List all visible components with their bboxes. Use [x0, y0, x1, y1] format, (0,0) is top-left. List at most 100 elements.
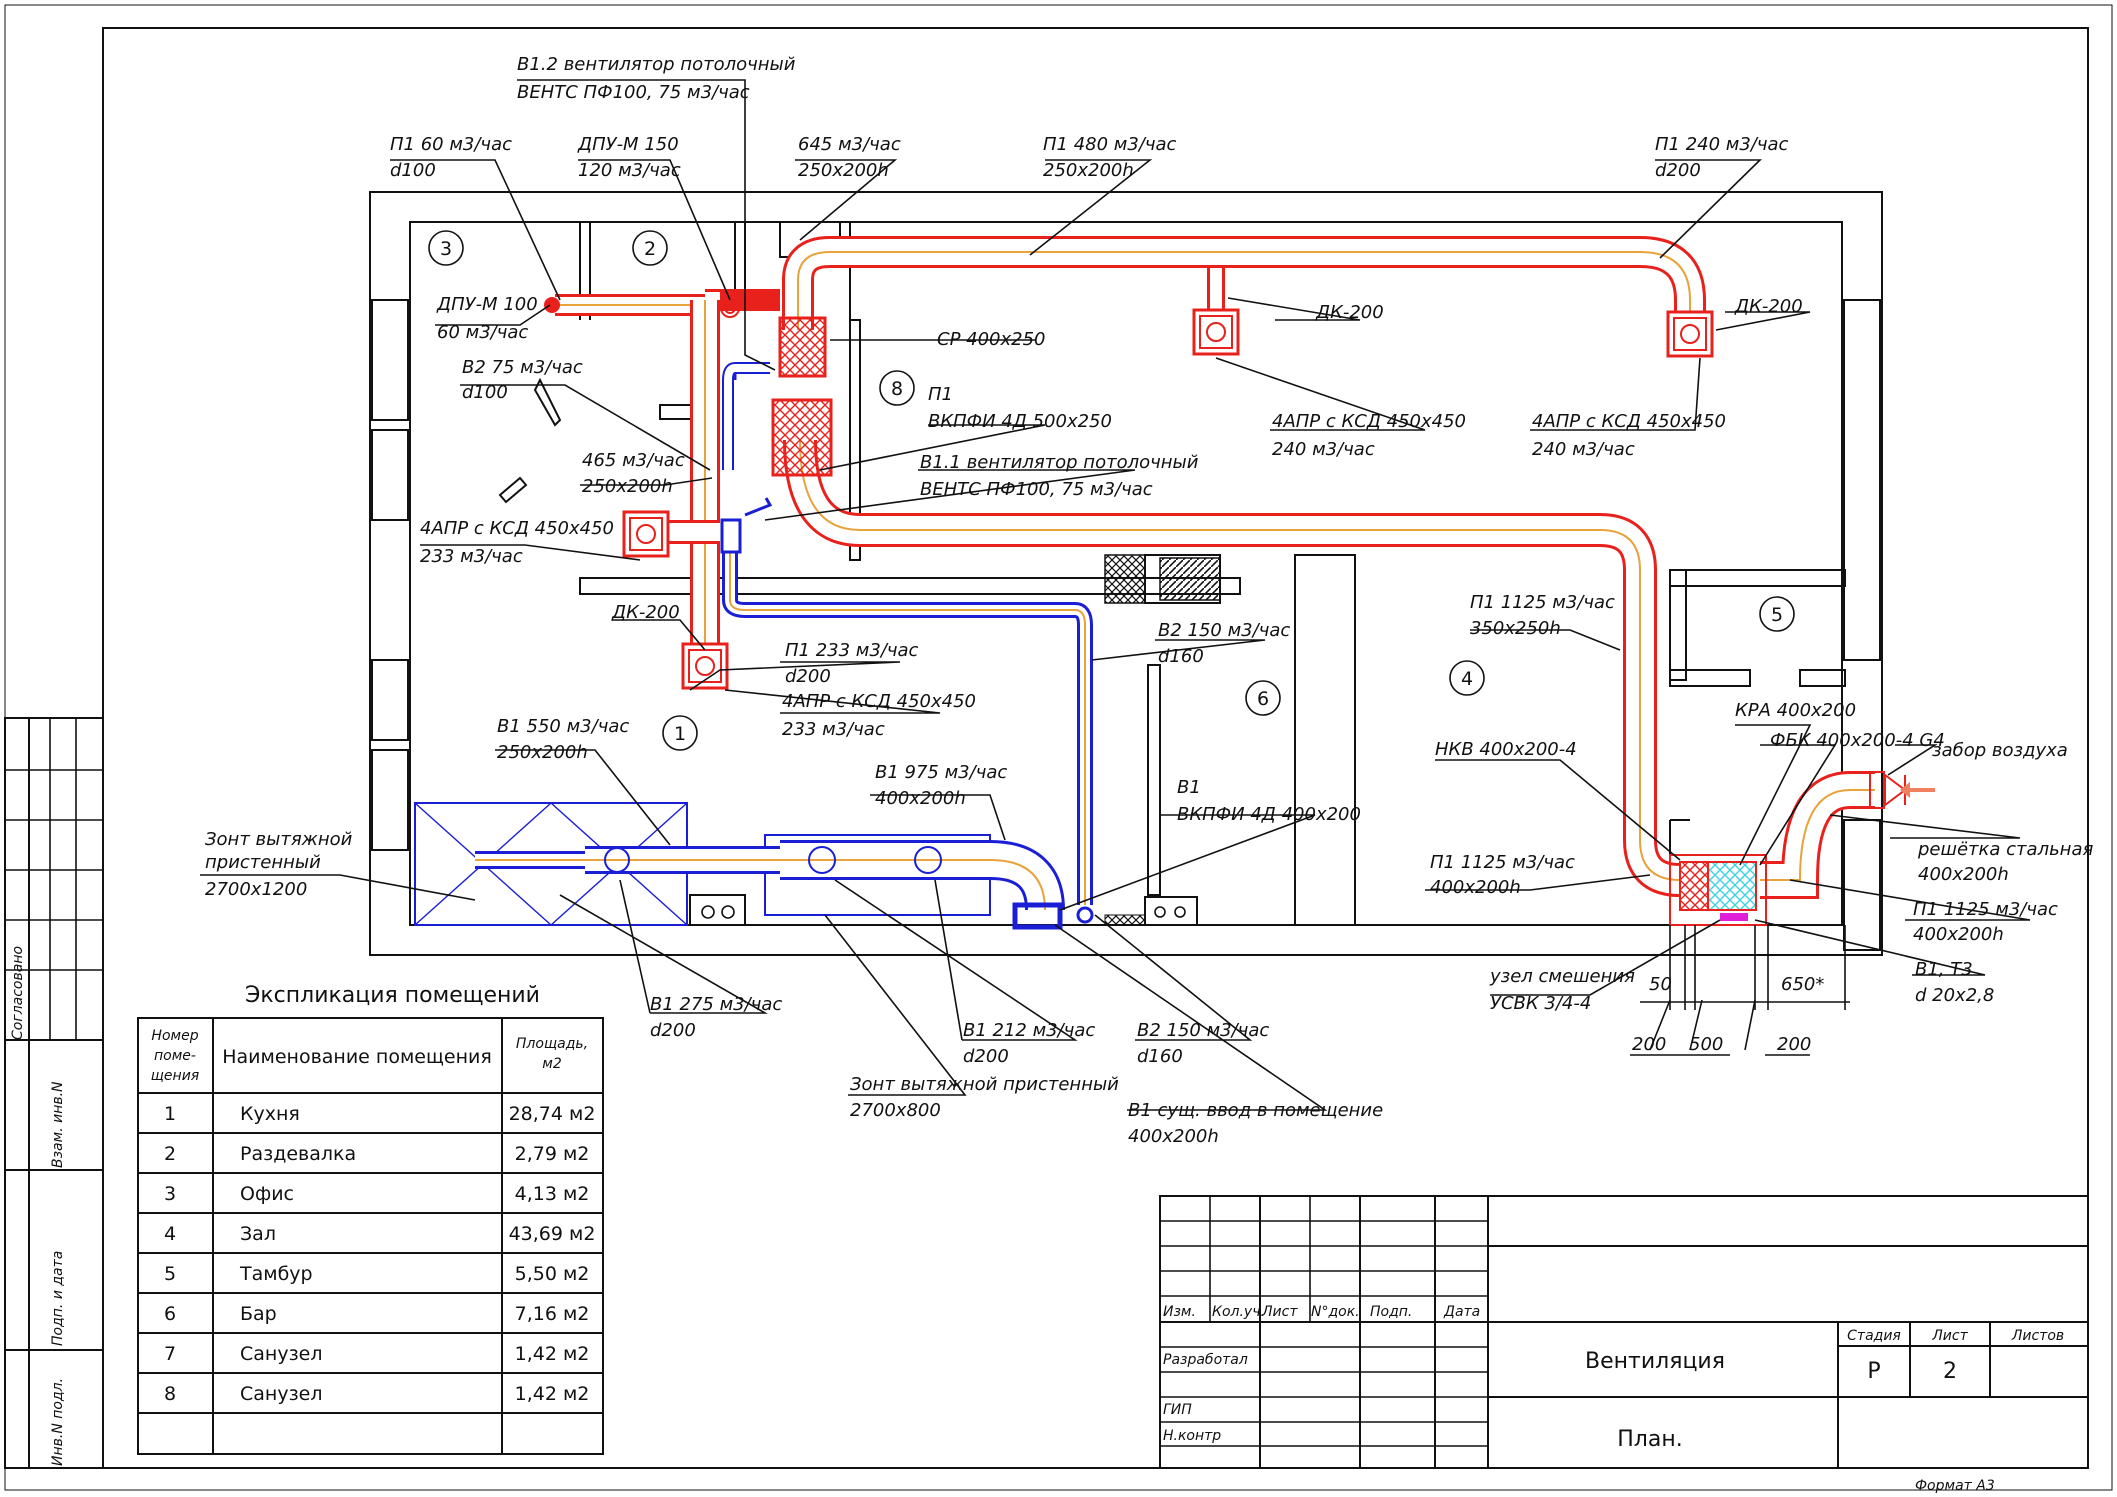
label-p645-a: 645 м3/час [798, 134, 901, 155]
label-p1-b: ВКПФИ 4Д 500х250 [928, 411, 1112, 432]
explication-row-number: 5 [164, 1263, 176, 1285]
explication-row-number: 4 [164, 1223, 176, 1245]
explication-table: Экспликация помещений Номер поме- щения … [137, 983, 604, 1455]
explication-row-number: 8 [164, 1383, 176, 1405]
stamp-nkontr: Н.контр [1163, 1428, 1221, 1444]
label-nkv: НКВ 400х200-4 [1435, 739, 1577, 760]
label-zabor: забор воздуха [1932, 740, 2068, 761]
label-uzel-b: УСВК 3/4-4 [1490, 993, 1591, 1014]
label-b1vvod-b: 400х200h [1128, 1126, 1219, 1147]
explication-row-name: Зал [240, 1223, 276, 1245]
explication-row-area: 1,42 м2 [515, 1383, 590, 1405]
drawing-subtitle: План. [1617, 1427, 1682, 1452]
explication-row-name: Кухня [240, 1103, 300, 1125]
label-zont1-a: Зонт вытяжной [205, 829, 353, 850]
vzam-label: Взам. инв.N [50, 1081, 66, 1168]
label-b2-75-a: В2 75 м3/час [462, 357, 583, 378]
label-p240-b: d200 [1655, 160, 1701, 181]
podp-data-label: Подп. и дата [50, 1251, 66, 1346]
explication-row-area: 43,69 м2 [509, 1223, 596, 1245]
label-p1125-b: 350х250h [1470, 618, 1561, 639]
heater-nkv [1679, 861, 1709, 911]
stamp-list: Лист [1261, 1304, 1298, 1320]
label-p233-a: П1 233 м3/час [785, 640, 919, 661]
dim-50: 50 [1649, 974, 1672, 995]
drawing-title: Вентиляция [1585, 1349, 1725, 1374]
label-apr4-b: 233 м3/час [782, 719, 885, 740]
col3-line1: Площадь, [516, 1036, 588, 1052]
label-kra: КРА 400х200 [1735, 700, 1856, 721]
diffuser-2 [1666, 310, 1714, 358]
explication-row-name: Санузел [240, 1343, 323, 1365]
sheets-label: Листов [2011, 1328, 2064, 1344]
label-b1-275-b: d200 [650, 1020, 696, 1041]
building-walls [369, 191, 1883, 956]
explication-row-number: 3 [164, 1183, 176, 1205]
label-p465-b: 250х200h [582, 476, 673, 497]
title-block: Изм. Кол.уч. Лист N°док. Подп. Дата Разр… [1159, 1195, 2089, 1494]
explication-row-area: 28,74 м2 [509, 1103, 596, 1125]
sheet-label: Лист [1931, 1328, 1968, 1344]
exhaust-ducts [475, 362, 1094, 930]
label-apr1-a: 4АПР с КСД 450х450 [1272, 411, 1466, 432]
label-b1-975-a: В1 975 м3/час [875, 762, 1007, 783]
label-b1-b: ВКПФИ 4Д 400х200 [1177, 804, 1361, 825]
col1-line2: поме- [154, 1048, 196, 1064]
label-b2-150-a: В2 150 м3/час [1158, 620, 1290, 641]
label-p1125b-b: 400х200h [1430, 877, 1521, 898]
label-zont2-a: Зонт вытяжной пристенный [850, 1074, 1119, 1095]
explication-row-number: 7 [164, 1343, 176, 1365]
stage-label: Стадия [1847, 1328, 1901, 1344]
explication-row-number: 6 [164, 1303, 176, 1325]
stamp-podp: Подп. [1370, 1304, 1412, 1320]
explication-title: Экспликация помещений [245, 983, 540, 1008]
explication-row-area: 1,42 м2 [515, 1343, 590, 1365]
sheet-value: 2 [1943, 1359, 1957, 1384]
mixing-unit [1720, 913, 1748, 921]
label-p1125b-a: П1 1125 м3/час [1430, 852, 1575, 873]
label-apr3-b: 233 м3/час [420, 546, 523, 567]
label-apr2-a: 4АПР с КСД 450х450 [1532, 411, 1726, 432]
label-b12-b: ВЕНТС ПФ100, 75 м3/час [517, 82, 750, 103]
stamp-gip: ГИП [1163, 1402, 1192, 1418]
stamp-razrab: Разработал [1163, 1352, 1248, 1368]
label-b1t3-a: В1, Т3 [1915, 959, 1973, 980]
room-8: 8 [891, 378, 903, 400]
label-uzel-a: узел смешения [1489, 966, 1635, 987]
label-p480-b: 250х200h [1043, 160, 1134, 181]
explication-row-name: Тамбур [239, 1263, 313, 1285]
diffuser-1 [1192, 308, 1240, 356]
room-markers: 3 2 8 1 6 4 5 [428, 230, 1795, 751]
label-b12-a: В1.2 вентилятор потолочный [517, 54, 796, 75]
col3-line2: м2 [542, 1056, 562, 1072]
stamp-ndok: N°док. [1311, 1304, 1360, 1320]
label-p480-a: П1 480 м3/час [1043, 134, 1177, 155]
label-zont1-b: пристенный [205, 852, 321, 873]
room-2: 2 [644, 238, 656, 260]
label-resh-b: 400х200h [1918, 864, 2009, 885]
label-dpu150-b: 120 м3/час [578, 160, 681, 181]
room-3: 3 [440, 238, 452, 260]
explication-row-area: 7,16 м2 [515, 1303, 590, 1325]
label-apr3-a: 4АПР с КСД 450х450 [420, 518, 614, 539]
explication-row-area: 2,79 м2 [515, 1143, 590, 1165]
label-b1t3-b: d 20х2,8 [1915, 985, 1994, 1006]
label-dk200-b: ДК-200 [1734, 296, 1803, 317]
room-5: 5 [1771, 604, 1783, 626]
stamp-koluch: Кол.уч. [1212, 1304, 1265, 1320]
leader-lines [200, 79, 2031, 1111]
explication-row-area: 4,13 м2 [515, 1183, 590, 1205]
explication-row-number: 1 [164, 1103, 176, 1125]
label-b2-150c-b: d160 [1137, 1046, 1183, 1067]
agreed-label: Согласовано [10, 946, 26, 1040]
stage-value: Р [1867, 1359, 1880, 1384]
label-b2-75-b: d100 [462, 382, 508, 403]
callouts: В1.2 вентилятор потолочный ВЕНТС ПФ100, … [205, 54, 2093, 1147]
explication-row-name: Санузел [240, 1383, 323, 1405]
explication-row-number: 2 [164, 1143, 176, 1165]
label-fbk: ФБК 400х200-4 G4 [1770, 730, 1945, 751]
label-b1-275-a: В1 275 м3/час [650, 994, 782, 1015]
label-b2-150-b: d160 [1158, 646, 1204, 667]
dimensions: 50 650* 200 500 200 [1630, 925, 1850, 1056]
